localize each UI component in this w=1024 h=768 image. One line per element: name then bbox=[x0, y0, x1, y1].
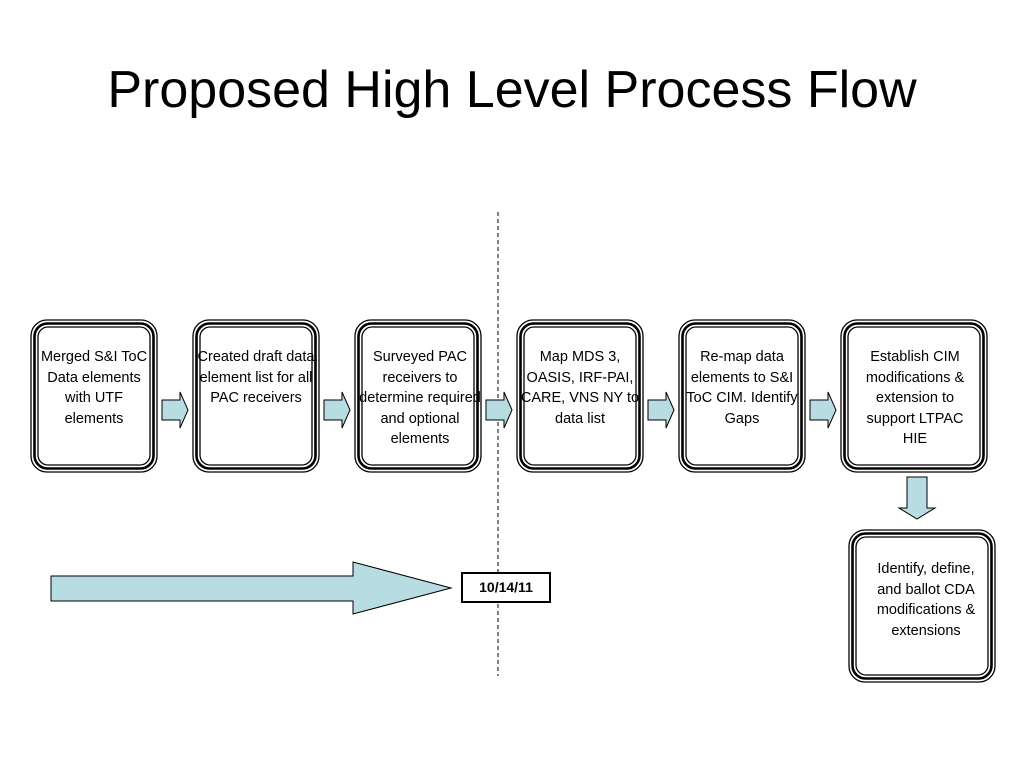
timeline-arrow bbox=[50, 561, 453, 615]
connector-arrow-2 bbox=[323, 391, 351, 429]
page-title: Proposed High Level Process Flow bbox=[107, 61, 917, 119]
step-text-3: Surveyed PAC receivers to determine requ… bbox=[359, 349, 481, 447]
milestone-date-label: 10/14/11 bbox=[461, 572, 551, 603]
connector-arrow-down bbox=[897, 476, 937, 520]
connector-arrow-4 bbox=[647, 391, 675, 429]
step-text-6: Establish CIM modifications & extension … bbox=[865, 349, 965, 447]
step-box-3 bbox=[354, 319, 482, 473]
step-text-2: Created draft data element list for all … bbox=[197, 349, 315, 406]
step-box-5 bbox=[678, 319, 806, 473]
step-box-4 bbox=[516, 319, 644, 473]
step-box-6 bbox=[840, 319, 988, 473]
step-box-2 bbox=[192, 319, 320, 473]
step-text-1: Merged S&I ToC Data elements with UTF el… bbox=[40, 349, 148, 427]
step-box-1 bbox=[30, 319, 158, 473]
step-text-7: Identify, define, and ballot CDA modific… bbox=[876, 561, 976, 639]
connector-arrow-5 bbox=[809, 391, 837, 429]
connector-arrow-1 bbox=[161, 391, 189, 429]
step-text-4: Map MDS 3, OASIS, IRF-PAI, CARE, VNS NY … bbox=[520, 349, 640, 427]
step-box-7 bbox=[848, 529, 996, 683]
step-text-5: Re-map data elements to S&I ToC CIM. Ide… bbox=[686, 349, 798, 427]
connector-arrow-3 bbox=[485, 391, 513, 429]
